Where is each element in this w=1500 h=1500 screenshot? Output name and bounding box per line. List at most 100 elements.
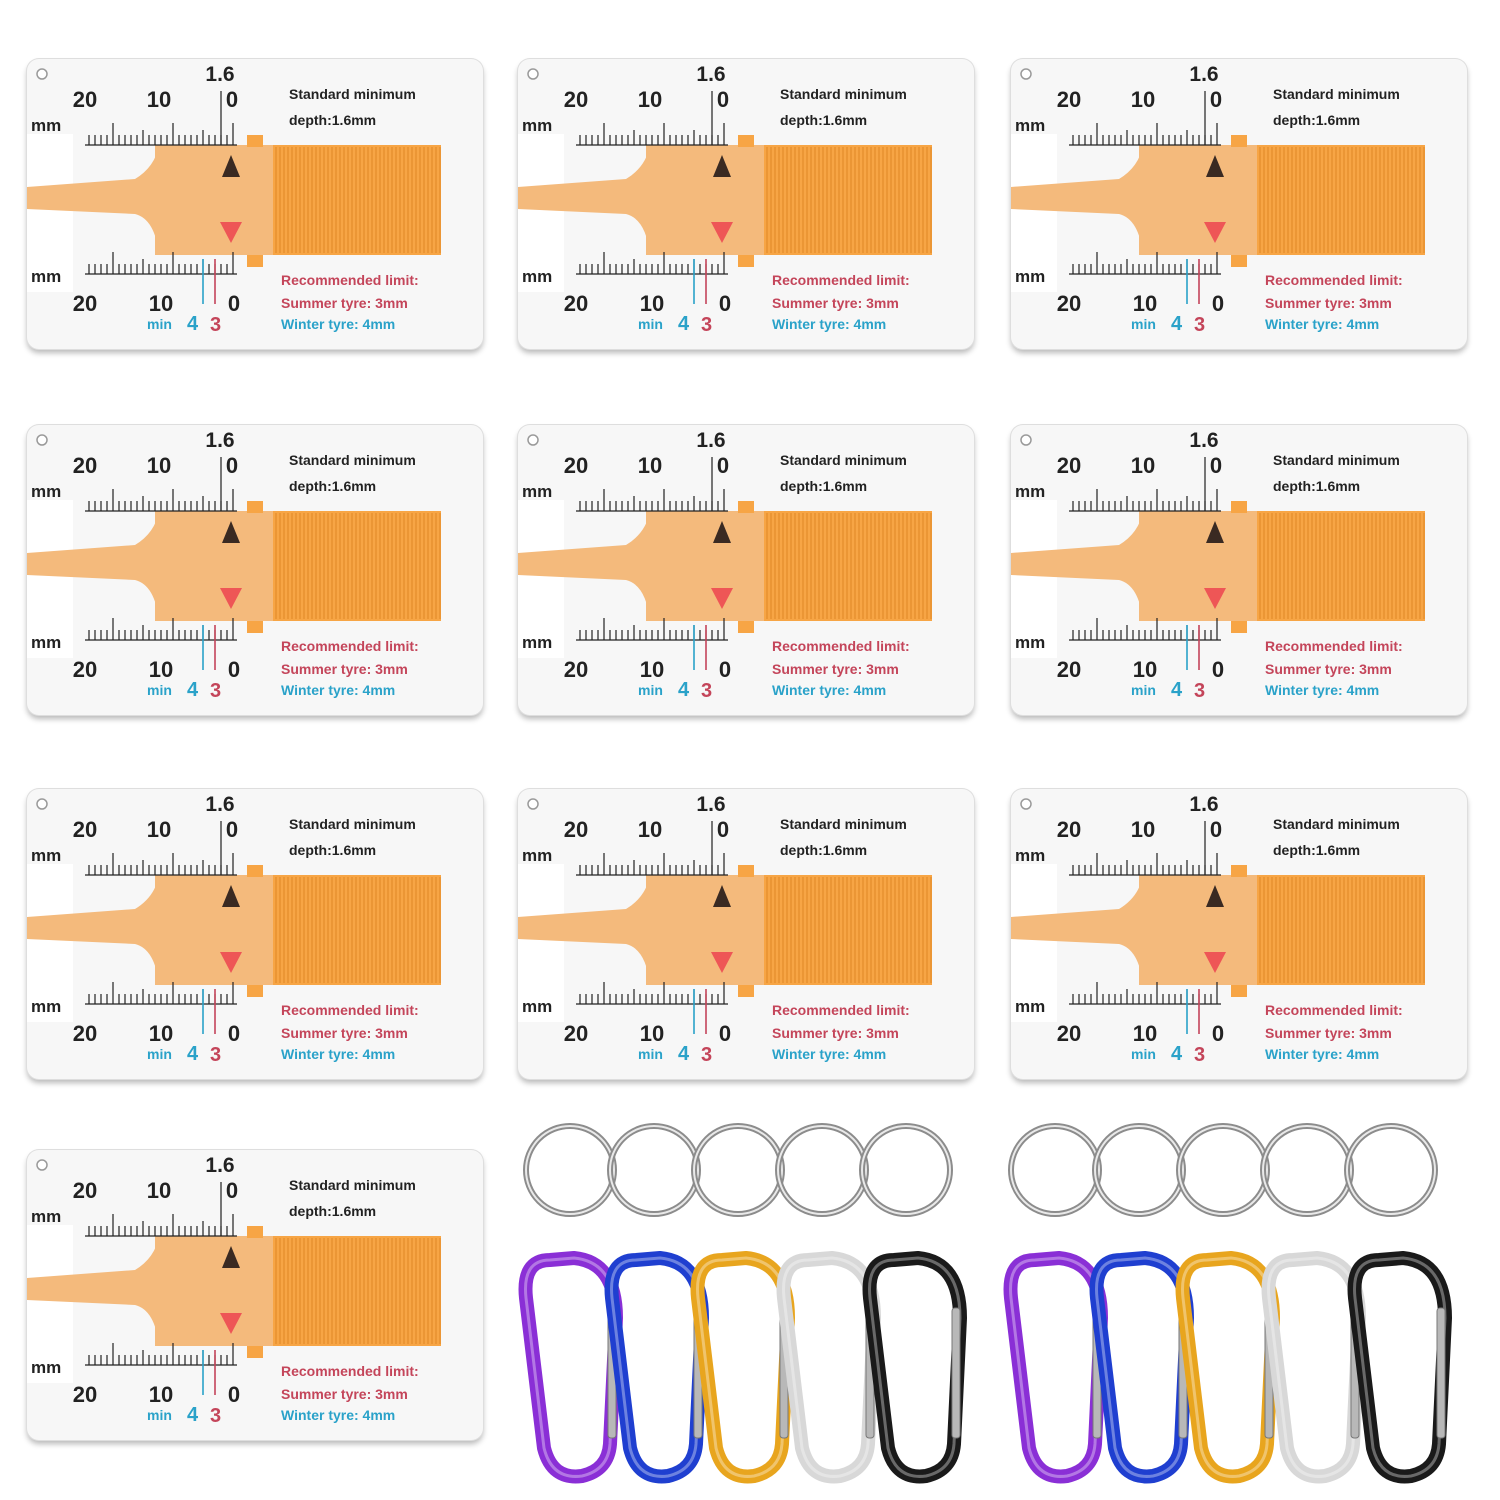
top-scale-unit: mm [1015,482,1045,501]
pointer-up [222,885,240,907]
hanging-hole [36,1159,48,1171]
bottom-scale-label: 20 [564,291,588,316]
slider-head [1139,145,1257,255]
hanging-hole [527,434,539,446]
bottom-scale-label: 0 [228,657,240,682]
slot-cutout [1011,864,1057,1022]
bottom-scale-unit: mm [31,1358,61,1377]
standard-depth: depth:1.6mm [780,842,867,858]
recommended-title: Recommended limit: [281,638,419,654]
slider-tab [738,865,754,877]
slider-head [155,511,273,621]
slider-tab [738,501,754,513]
marker-value: 1.6 [205,1154,234,1177]
slider-grip [764,875,932,985]
summer-tyre: Summer tyre: 3mm [772,1025,899,1041]
depth-probe [27,511,177,621]
key-ring-set [523,1123,953,1217]
recommended-title: Recommended limit: [772,1002,910,1018]
top-scale-label: 10 [147,453,171,478]
winter-value: 4 [187,679,199,701]
summer-tyre: Summer tyre: 3mm [772,661,899,677]
winter-value: 4 [1171,679,1183,701]
bottom-scale-label: 0 [1212,291,1224,316]
top-scale-unit: mm [31,482,61,501]
slot-cutout [27,500,73,658]
bottom-scale-unit: mm [522,267,552,286]
depth-probe [27,875,177,985]
bottom-scale-label: 10 [640,657,664,682]
depth-probe [1011,511,1161,621]
top-scale-label: 20 [1057,453,1081,478]
slider-head [155,1236,273,1346]
recommended-title: Recommended limit: [1265,272,1403,288]
slider-tab [247,1346,263,1358]
slider-tab [247,621,263,633]
pointer-down [220,588,242,609]
pointer-up [713,885,731,907]
carabiner [1175,1251,1280,1484]
slider-head [646,145,764,255]
bottom-scale-label: 0 [719,1021,731,1046]
bottom-scale-label: 10 [640,1021,664,1046]
standard-title: Standard minimum [780,816,907,832]
standard-depth: depth:1.6mm [289,478,376,494]
carabiner-body [1347,1251,1452,1484]
standard-depth: depth:1.6mm [289,1203,376,1219]
bottom-scale-unit: mm [31,267,61,286]
bottom-scale-unit: mm [522,633,552,652]
summer-value: 3 [210,314,221,336]
carabiner-highlight [1353,1256,1447,1478]
bottom-scale-label: 20 [564,1021,588,1046]
top-scale-label: 0 [1210,817,1222,842]
bottom-scale-label: 20 [1057,657,1081,682]
standard-depth: depth:1.6mm [780,112,867,128]
top-scale-label: 20 [73,453,97,478]
top-scale-label: 10 [638,817,662,842]
recommended-title: Recommended limit: [772,272,910,288]
key-ring-set [1008,1123,1438,1217]
hanging-hole [36,68,48,80]
slider-head [1139,875,1257,985]
summer-tyre: Summer tyre: 3mm [281,295,408,311]
slider-grip [273,1236,441,1346]
pointer-down [220,1313,242,1334]
winter-value: 4 [187,1043,199,1065]
pointer-up [1206,155,1224,177]
slider-tab [247,865,263,877]
summer-tyre: Summer tyre: 3mm [281,661,408,677]
bottom-scale-label: 0 [228,1382,240,1407]
carabiner-set [1003,1251,1452,1484]
top-scale-unit: mm [1015,116,1045,135]
min-label: min [147,682,172,698]
slider-grip [273,875,441,985]
slider-tab [247,985,263,997]
recommended-title: Recommended limit: [1265,638,1403,654]
marker-value: 1.6 [205,429,234,452]
standard-depth: depth:1.6mm [1273,112,1360,128]
summer-value: 3 [701,314,712,336]
standard-depth: depth:1.6mm [780,478,867,494]
top-scale-label: 20 [73,1178,97,1203]
recommended-title: Recommended limit: [772,638,910,654]
carabiner-body [1003,1251,1108,1484]
top-scale-label: 10 [1131,817,1155,842]
min-label: min [147,1046,172,1062]
bottom-scale-label: 0 [228,291,240,316]
bottom-scale-label: 10 [149,291,173,316]
bottom-scale-unit: mm [522,997,552,1016]
slider-tab [738,621,754,633]
slider-head [155,145,273,255]
top-scale-label: 0 [226,817,238,842]
min-label: min [1131,682,1156,698]
carabiner-body [776,1251,881,1484]
pointer-up [713,155,731,177]
marker-value: 1.6 [1189,429,1218,452]
top-scale-unit: mm [522,482,552,501]
